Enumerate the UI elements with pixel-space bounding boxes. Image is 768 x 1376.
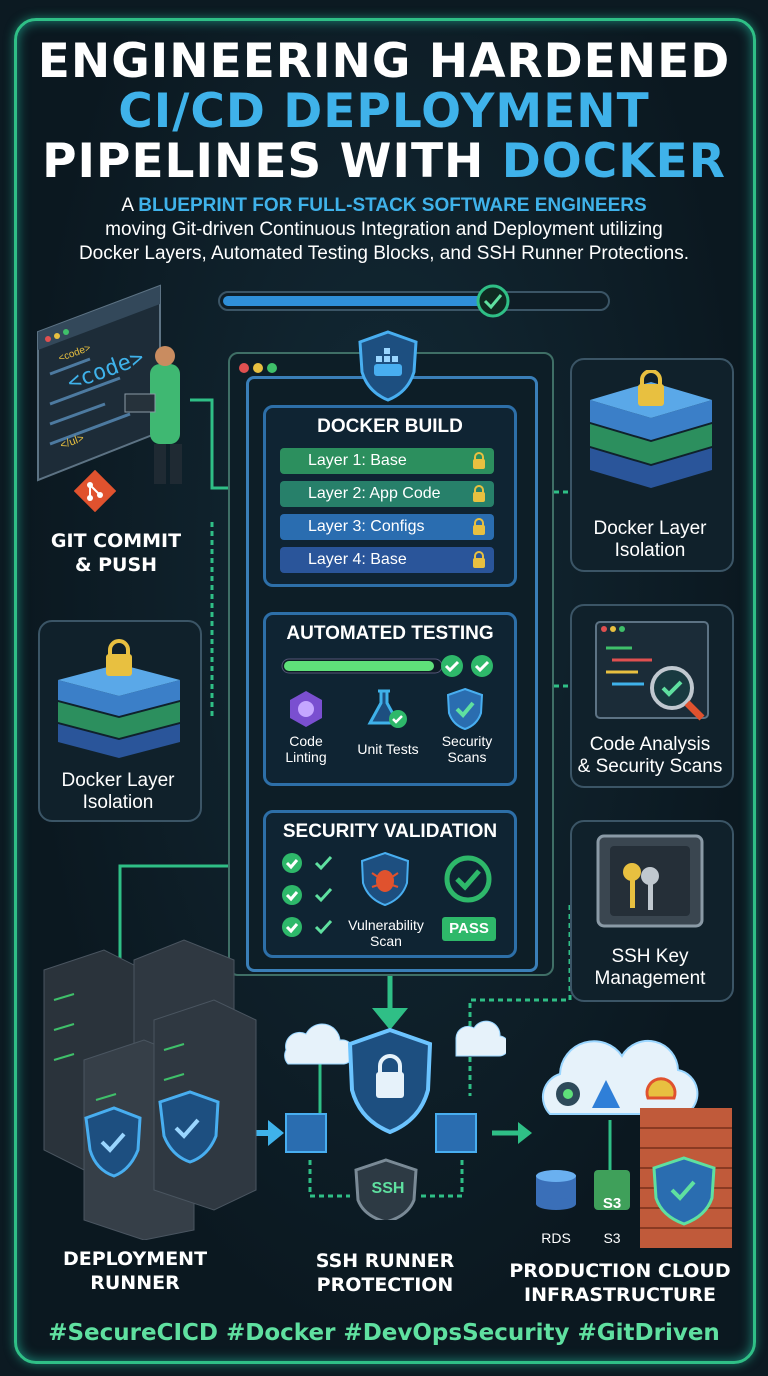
docker-shield-icon [358,330,418,402]
docker-layer-isolation-right-label-1: Docker Layer [593,518,707,539]
vault-keys-icon [596,834,704,928]
layer-stack-icon [590,370,712,488]
automated-testing-panel: AUTOMATED TESTING Code Linting Unit Test… [263,612,517,786]
docker-build-title: DOCKER BUILD [317,416,463,437]
lock-icon [473,485,485,502]
subtitle-line-1: A BLUEPRINT FOR FULL-STACK SOFTWARE ENGI… [121,195,647,216]
pipeline-progress-bar [218,284,610,318]
automated-testing-title: AUTOMATED TESTING [286,623,494,644]
code-analysis-label-1: Code Analysis [589,734,711,755]
code-linting-icon [290,691,322,727]
pass-check-icon [444,855,492,903]
ssh-runner-illustration [284,1020,506,1220]
layer-4: Layer 4: Base [280,547,494,573]
window-dots [239,363,277,373]
unit-tests-label: Unit Tests [357,741,419,757]
vulnerability-bug-shield-icon [360,851,410,907]
subtitle-line-3: Docker Layers, Automated Testing Blocks,… [78,243,690,264]
vulnerability-scan-label-1: Vulnerability [348,917,424,933]
docker-layer-isolation-right-label-2: Isolation [614,540,686,561]
docker-layer-isolation-left-label-1: Docker Layer [61,770,175,791]
title-line-1: ENGINEERING HARDENED [37,34,731,89]
layer-stack-icon [58,639,180,758]
security-scans-label-2: Scans [447,749,487,765]
s3-badge: S3 [602,1195,622,1212]
ssh-key-management-label-1: SSH Key [611,946,689,967]
layer-1: Layer 1: Base [280,448,494,474]
hashtags: #SecureCICD #Docker #DevOpsSecurity #Git… [48,1320,720,1346]
title-line-2: CI/CD DEPLOYMENT [118,84,650,139]
git-commit-label-1: GIT COMMIT [50,530,182,552]
test-progress-bar [281,655,493,677]
production-cloud-label-2: INFRASTRUCTURE [524,1284,716,1306]
docker-layer-isolation-left-label-2: Isolation [82,792,154,813]
ssh-badge-label: SSH [371,1180,405,1197]
s3-label: S3 [603,1230,621,1246]
security-validation-title: SECURITY VALIDATION [282,821,498,842]
ssh-runner-label-2: PROTECTION [316,1274,454,1296]
checklist-icon [282,853,333,937]
docker-build-panel: DOCKER BUILD Layer 1: Base Layer 2: App … [263,405,517,587]
rds-label: RDS [541,1230,571,1246]
ssh-runner-label-1: SSH RUNNER [315,1250,455,1272]
security-scans-label-1: Security [441,733,493,749]
deployment-runner-label-2: RUNNER [90,1272,180,1294]
production-cloud-label-1: PRODUCTION CLOUD [509,1260,731,1282]
code-linting-label-1: Code [289,733,323,749]
subtitle-line-2: moving Git-driven Continuous Integration… [105,219,663,240]
code-linting-label-2: Linting [285,749,327,765]
vulnerability-scan-label-2: Scan [370,933,402,949]
title-line-3: PIPELINES WITH DOCKER [42,134,726,189]
code-analysis-magnifier-icon [595,621,709,721]
deployment-runner-label-1: DEPLOYMENT [62,1248,208,1270]
code-editor-illustration [37,284,182,484]
unit-tests-icon [367,689,407,728]
deployment-runner-servers [43,939,257,1240]
security-scan-shield-icon [446,687,484,731]
layer-2: Layer 2: App Code [280,481,494,507]
lock-icon [473,518,485,535]
ssh-key-management-label-2: Management [594,968,706,989]
git-commit-label-2: & PUSH [74,554,158,576]
production-cloud-illustration [536,1039,732,1248]
code-analysis-label-2: & Security Scans [577,756,723,777]
git-icon [74,470,116,512]
lock-icon [473,551,485,568]
lock-icon [473,452,485,469]
layer-3: Layer 3: Configs [280,514,494,540]
security-validation-panel: SECURITY VALIDATION Vulnerability Scan P… [263,810,517,958]
pass-badge: PASS [442,917,496,941]
